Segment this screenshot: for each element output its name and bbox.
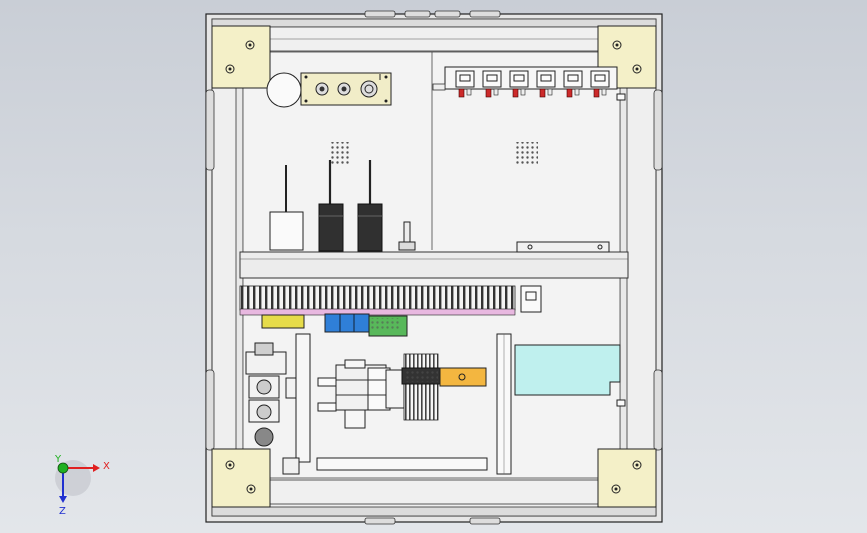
- blue-contactors[interactable]: [324, 313, 370, 333]
- socket-outlet[interactable]: [520, 285, 542, 313]
- vertical-cable-duct: [496, 333, 512, 475]
- round-gauge[interactable]: [266, 72, 302, 108]
- z-axis-label: Z: [59, 506, 66, 517]
- button-plate[interactable]: [300, 72, 392, 106]
- terminal-unit[interactable]: [590, 70, 610, 98]
- heat-sink: [403, 353, 439, 421]
- terminal-strip-top[interactable]: [432, 66, 618, 98]
- gear-motor-assembly[interactable]: [245, 333, 311, 475]
- din-rail-black-module[interactable]: [401, 367, 441, 385]
- screwdriver-holder[interactable]: [269, 165, 304, 251]
- terminal-unit[interactable]: [455, 70, 475, 98]
- corner-bracket-top-left[interactable]: [211, 25, 271, 89]
- coordinate-triad: X Y Z: [54, 454, 110, 517]
- y-axis-dot-icon: [57, 462, 69, 474]
- terminal-unit[interactable]: [563, 70, 583, 98]
- vent-grille-right: [516, 142, 538, 164]
- vent-grille-left: [329, 142, 351, 164]
- terminal-unit[interactable]: [509, 70, 529, 98]
- yellow-relay[interactable]: [261, 314, 305, 329]
- x-axis-label: X: [103, 461, 110, 472]
- y-axis-label: Y: [54, 454, 62, 465]
- side-bolts: [616, 93, 626, 407]
- green-terminal-block[interactable]: [368, 315, 408, 337]
- valve-manifold[interactable]: [317, 359, 405, 429]
- circuit-breaker-1[interactable]: [318, 160, 344, 252]
- terminal-unit[interactable]: [536, 70, 556, 98]
- cyan-mounting-plate[interactable]: [514, 344, 621, 396]
- mounting-bracket: [516, 241, 610, 253]
- terminal-unit[interactable]: [482, 70, 502, 98]
- z-arrow-head-icon: [59, 496, 67, 503]
- circuit-breaker-2[interactable]: [357, 160, 383, 252]
- din-rail: [439, 367, 487, 387]
- horizontal-cable-duct: [316, 457, 488, 471]
- terminal-comb[interactable]: [239, 285, 516, 316]
- corner-bracket-bottom-left[interactable]: [211, 448, 271, 508]
- bolt-fitting: [398, 221, 416, 251]
- x-arrow-head-icon: [93, 464, 100, 472]
- corner-bracket-bottom-right[interactable]: [597, 448, 657, 508]
